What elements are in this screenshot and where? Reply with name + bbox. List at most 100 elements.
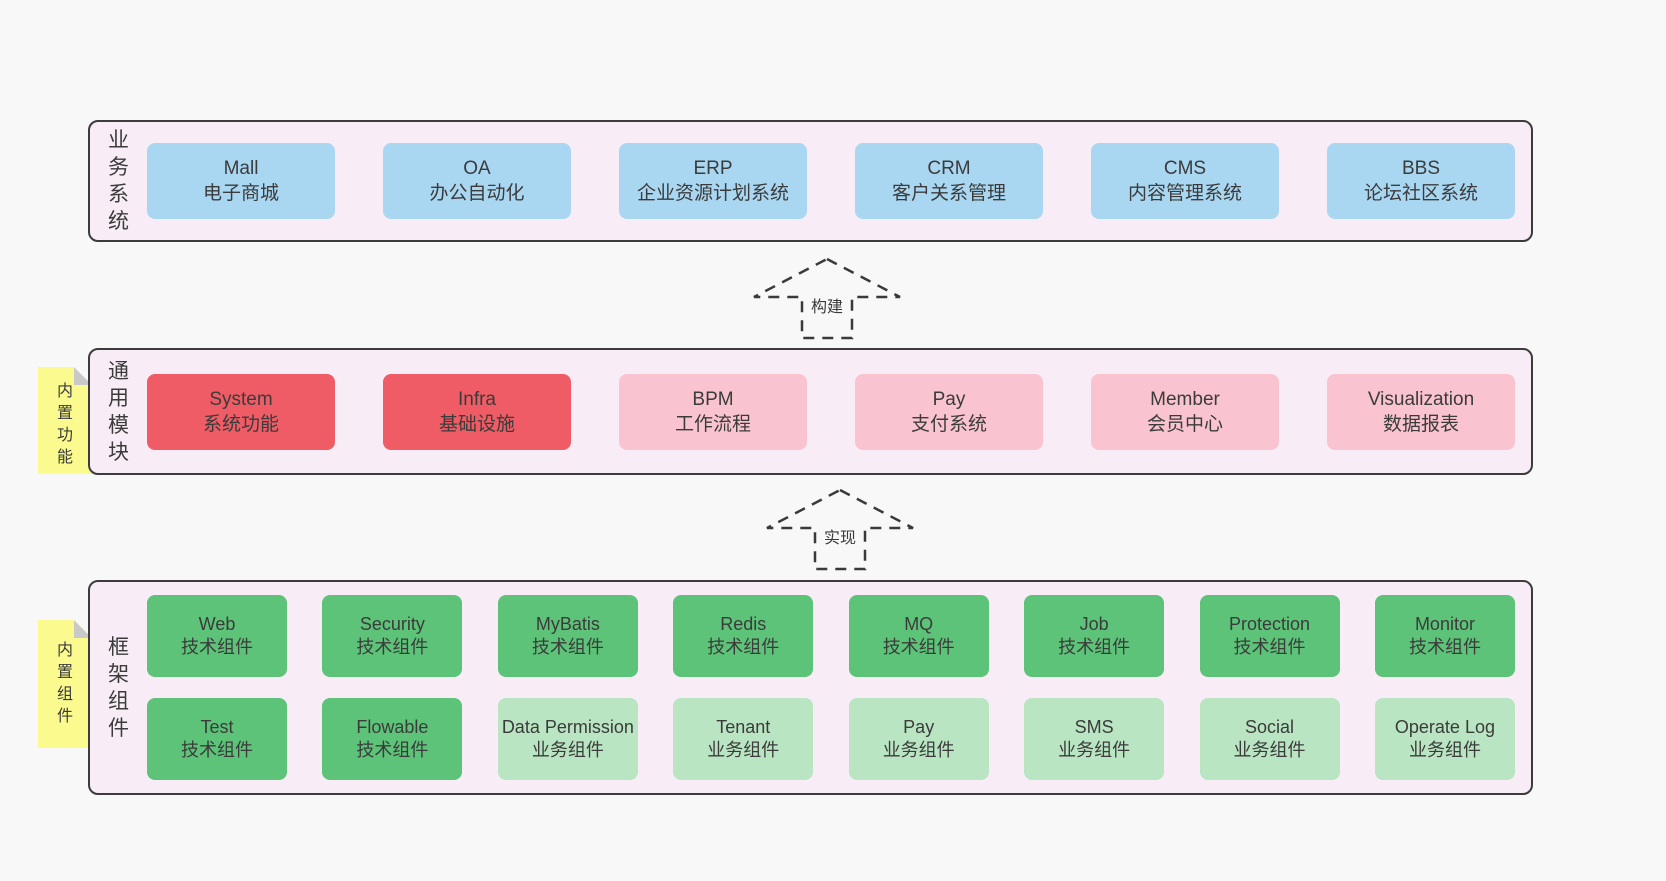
box-subtitle: 系统功能	[202, 413, 279, 435]
box-subtitle: 技术组件	[1408, 637, 1481, 657]
box-title: Infra	[457, 388, 497, 410]
box-title: Pay	[903, 717, 935, 737]
box-subtitle: 支付系统	[910, 413, 987, 435]
box-title: SMS	[1074, 717, 1114, 737]
layer-framework-components: 框架组件 Web 技术组件 Security 技术组件 MyBatis 技术组件…	[88, 580, 1533, 795]
layer-label-business-systems: 业务系统	[90, 122, 147, 240]
box-subtitle: 技术组件	[181, 740, 253, 760]
box-subtitle: 基础设施	[438, 413, 515, 435]
box-subtitle: 技术组件	[356, 637, 429, 657]
box-social: Social 业务组件	[1199, 698, 1340, 780]
box-title: Monitor	[1414, 614, 1475, 634]
box-subtitle: 技术组件	[531, 637, 604, 657]
box-title: Test	[200, 717, 234, 737]
layer-label-text: 通用模块	[108, 359, 129, 464]
box-title: Web	[198, 614, 236, 634]
box-title: Security	[359, 614, 425, 634]
box-mybatis: MyBatis 技术组件	[497, 595, 638, 677]
box-subtitle: 企业资源计划系统	[636, 183, 789, 204]
box-subtitle: 技术组件	[882, 637, 955, 657]
box-title: Visualization	[1367, 388, 1475, 410]
box-security: Security 技术组件	[322, 595, 463, 677]
box-title: CMS	[1163, 158, 1207, 179]
box-subtitle: 电子商城	[202, 183, 279, 204]
box-subtitle: 内容管理系统	[1127, 183, 1242, 204]
layer-business-systems: 业务系统 Mall 电子商城 OA 办公自动化 ERP 企业资源计划系统 CRM…	[88, 120, 1533, 242]
box-pay-component: Pay 业务组件	[848, 698, 989, 780]
box-title: Protection	[1229, 614, 1311, 634]
box-erp: ERP 企业资源计划系统	[619, 143, 807, 219]
box-subtitle: 技术组件	[356, 740, 429, 760]
box-member: Member 会员中心	[1091, 373, 1279, 450]
box-subtitle: 技术组件	[707, 637, 780, 657]
layer-label-text: 业务系统	[108, 129, 129, 233]
box-subtitle: 论坛社区系统	[1363, 183, 1478, 204]
box-bpm: BPM 工作流程	[619, 373, 807, 450]
box-protection: Protection 技术组件	[1199, 595, 1340, 677]
layer-common-modules: 通用模块 System 系统功能 Infra 基础设施 BPM 工作流程 Pay…	[88, 348, 1533, 475]
box-pay-module: Pay 支付系统	[855, 373, 1043, 450]
box-subtitle: 业务组件	[1058, 740, 1131, 760]
sticky-note-builtin-components: 内置组件	[38, 620, 92, 748]
box-title: Social	[1245, 717, 1295, 737]
box-cms: CMS 内容管理系统	[1091, 143, 1279, 219]
box-subtitle: 客户关系管理	[891, 183, 1006, 204]
box-subtitle: 会员中心	[1146, 413, 1223, 435]
box-tenant: Tenant 业务组件	[673, 698, 814, 780]
common-modules-row: System 系统功能 Infra 基础设施 BPM 工作流程 Pay 支付系统…	[147, 350, 1531, 473]
box-title: OA	[463, 158, 491, 179]
box-subtitle: 业务组件	[1408, 740, 1481, 760]
framework-components-grid: Web 技术组件 Security 技术组件 MyBatis 技术组件 Redi…	[147, 582, 1531, 793]
sticky-note-text: 内置功能	[56, 383, 73, 466]
box-bbs: BBS 论坛社区系统	[1327, 143, 1515, 219]
box-title: Operate Log	[1394, 717, 1495, 737]
box-visualization: Visualization 数据报表	[1327, 373, 1515, 450]
box-title: System	[209, 388, 273, 410]
box-subtitle: 技术组件	[181, 637, 253, 657]
box-title: MQ	[904, 614, 934, 634]
box-subtitle: 数据报表	[1382, 413, 1459, 435]
box-monitor: Monitor 技术组件	[1374, 595, 1515, 677]
box-title: ERP	[693, 158, 733, 179]
box-subtitle: 业务组件	[707, 740, 780, 760]
sticky-note-builtin-features: 内置功能	[38, 367, 92, 474]
box-title: Pay	[932, 388, 966, 410]
box-oa: OA 办公自动化	[383, 143, 571, 219]
box-title: BPM	[692, 388, 734, 410]
box-operate-log: Operate Log 业务组件	[1374, 698, 1515, 780]
box-job: Job 技术组件	[1024, 595, 1165, 677]
box-mall: Mall 电子商城	[147, 143, 335, 219]
box-title: Data Permission	[501, 717, 634, 737]
layer-label-framework-components: 框架组件	[90, 582, 147, 793]
layer-label-common-modules: 通用模块	[90, 350, 147, 473]
box-title: Tenant	[716, 717, 771, 737]
box-flowable: Flowable 技术组件	[322, 698, 463, 780]
box-subtitle: 技术组件	[1058, 637, 1131, 657]
box-redis: Redis 技术组件	[673, 595, 814, 677]
box-title: CRM	[927, 158, 971, 179]
box-web: Web 技术组件	[147, 595, 287, 677]
box-title: Job	[1079, 614, 1109, 634]
box-system: System 系统功能	[147, 373, 335, 450]
box-crm: CRM 客户关系管理	[855, 143, 1043, 219]
box-subtitle: 技术组件	[1233, 637, 1306, 657]
framework-components-row-1: Web 技术组件 Security 技术组件 MyBatis 技术组件 Redi…	[147, 595, 1515, 677]
box-subtitle: 办公自动化	[429, 183, 525, 204]
box-sms: SMS 业务组件	[1024, 698, 1165, 780]
arrow-implement-label: 实现	[821, 524, 859, 548]
box-subtitle: 业务组件	[882, 740, 955, 760]
box-title: Mall	[223, 158, 259, 179]
box-infra: Infra 基础设施	[383, 373, 571, 450]
business-systems-row: Mall 电子商城 OA 办公自动化 ERP 企业资源计划系统 CRM 客户关系…	[147, 122, 1531, 240]
arrow-build-label: 构建	[808, 293, 846, 317]
box-subtitle: 工作流程	[674, 413, 751, 435]
box-mq: MQ 技术组件	[848, 595, 989, 677]
box-title: MyBatis	[535, 614, 600, 634]
box-title: Member	[1150, 388, 1220, 410]
box-title: Flowable	[356, 717, 429, 737]
layer-label-text: 框架组件	[108, 635, 129, 740]
box-subtitle: 业务组件	[1233, 740, 1306, 760]
box-title: Redis	[720, 614, 767, 634]
arrow-implement: 实现	[765, 488, 915, 572]
box-test: Test 技术组件	[147, 698, 287, 780]
